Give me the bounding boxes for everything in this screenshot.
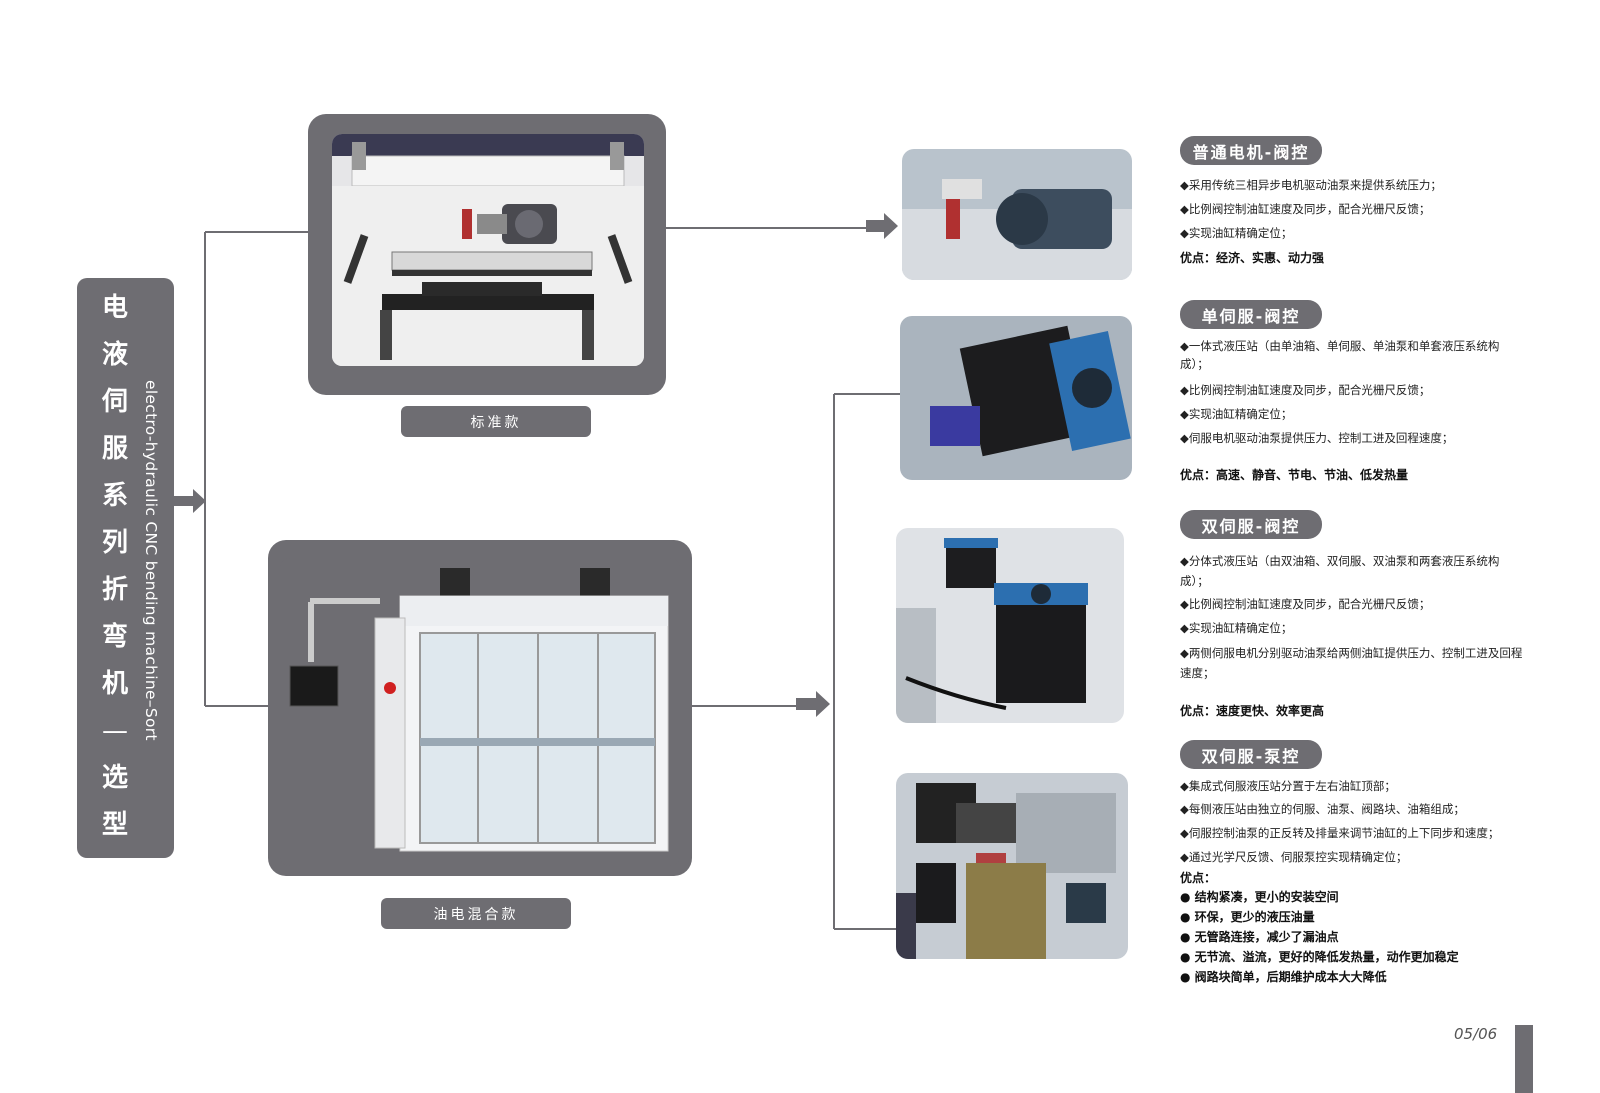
section-single-servo-title: 单伺服-阀控 — [1180, 300, 1322, 329]
thumb-dual-servo-valve — [896, 528, 1124, 723]
thumb-dual-servo-pump — [896, 773, 1128, 959]
standard-model-caption: 标准款 — [401, 406, 591, 437]
section-dual-servo-valve-line: ◆实现油缸精确定位； — [1180, 621, 1293, 635]
hybrid-model-caption: 油电混合款 — [381, 898, 571, 929]
section-dual-servo-valve-advantage: 优点：速度更快、效率更高 — [1180, 704, 1325, 718]
standard-model-photo — [332, 134, 644, 366]
section-dual-servo-valve-line: ◆比例阀控制油缸速度及同步，配合光栅尺反馈； — [1180, 597, 1431, 611]
section-single-servo-line: ◆比例阀控制油缸速度及同步，配合光栅尺反馈； — [1180, 383, 1431, 397]
section-dual-servo-pump-line: ◆伺服控制油泵的正反转及排量来调节油缸的上下同步和速度； — [1180, 826, 1500, 840]
thumb-common-motor — [902, 149, 1132, 280]
section-dual-servo-pump-title: 双伺服-泵控 — [1180, 740, 1322, 769]
section-single-servo-advantage: 优点：高速、静音、节电、节油、低发热量 — [1180, 468, 1409, 482]
advantage-bullet: ● 环保，更少的液压油量 — [1180, 910, 1315, 924]
hybrid-model-photo — [280, 558, 680, 866]
section-dual-servo-pump-line: ◆通过光学尺反馈、伺服泵控实现精确定位； — [1180, 850, 1408, 864]
page-marker-bar — [1515, 1025, 1533, 1093]
advantage-bullet: ● 无节流、溢流，更好的降低发热量，动作更加稳定 — [1180, 950, 1459, 964]
section-dual-servo-valve-line: ◆两侧伺服电机分别驱动油泵给两侧油缸提供压力、控制工进及回程速度； — [1180, 646, 1523, 680]
advantage-bullet: ● 阀路块简单，后期维护成本大大降低 — [1180, 970, 1387, 984]
section-single-servo-line: ◆实现油缸精确定位； — [1180, 407, 1293, 421]
thumb-single-servo — [900, 316, 1132, 480]
section-common-motor-advantage: 优点：经济、实惠、动力强 — [1180, 251, 1325, 265]
series-title-cn: 电 液 伺 服 系 列 折 弯 机 — 选 型 — [101, 293, 128, 840]
series-title-panel — [77, 278, 174, 858]
section-common-motor-line: ◆采用传统三相异步电机驱动油泵来提供系统压力； — [1180, 178, 1442, 192]
page-number: 05/06 — [1454, 1025, 1498, 1043]
section-dual-servo-pump-advantage: 优点： — [1180, 871, 1217, 885]
advantage-bullet: ● 结构紧凑，更小的安装空间 — [1180, 890, 1339, 904]
section-common-motor-line: ◆实现油缸精确定位； — [1180, 226, 1293, 240]
section-dual-servo-pump-line: ◆集成式伺服液压站分置于左右油缸顶部； — [1180, 779, 1396, 793]
section-dual-servo-valve-line: ◆分体式液压站（由双油箱、双伺服、双油泵和两套液压系统构成）； — [1180, 554, 1500, 588]
section-single-servo-line: ◆一体式液压站（由单油箱、单伺服、单油泵和单套液压系统构成）； — [1180, 339, 1500, 371]
advantage-bullet: ● 无管路连接，减少了漏油点 — [1180, 930, 1339, 944]
series-title-en: electro-hydraulic CNC bending machine–So… — [142, 380, 160, 741]
section-dual-servo-pump-line: ◆每侧液压站由独立的伺服、油泵、阀路块、油箱组成； — [1180, 802, 1465, 816]
section-common-motor-title: 普通电机-阀控 — [1180, 136, 1322, 165]
section-dual-servo-valve-title: 双伺服-阀控 — [1180, 510, 1322, 539]
section-single-servo-line: ◆伺服电机驱动油泵提供压力、控制工进及回程速度； — [1180, 431, 1454, 445]
section-common-motor-line: ◆比例阀控制油缸速度及同步，配合光栅尺反馈； — [1180, 202, 1431, 216]
